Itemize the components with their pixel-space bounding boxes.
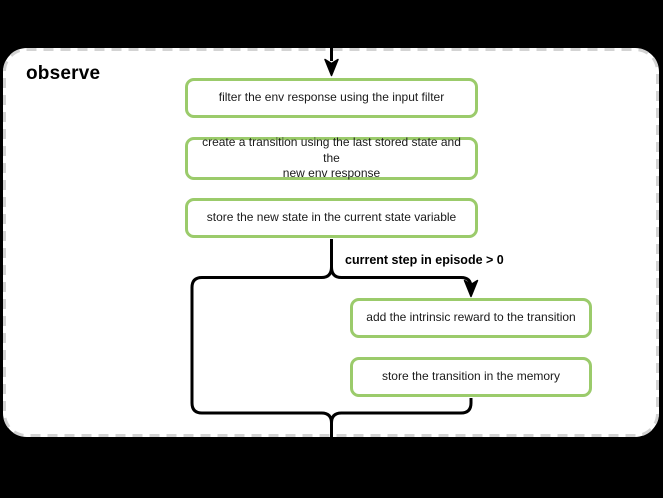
- node-store-transition: store the transition in the memory: [350, 357, 592, 397]
- node-add-intrinsic-reward: add the intrinsic reward to the transiti…: [350, 298, 592, 338]
- node-store-state: store the new state in the current state…: [185, 198, 478, 238]
- node-create-transition: create a transition using the last store…: [185, 135, 478, 180]
- node-filter-response: filter the env response using the input …: [185, 78, 478, 118]
- condition-label: current step in episode > 0: [345, 253, 504, 267]
- group-title: observe: [26, 63, 101, 84]
